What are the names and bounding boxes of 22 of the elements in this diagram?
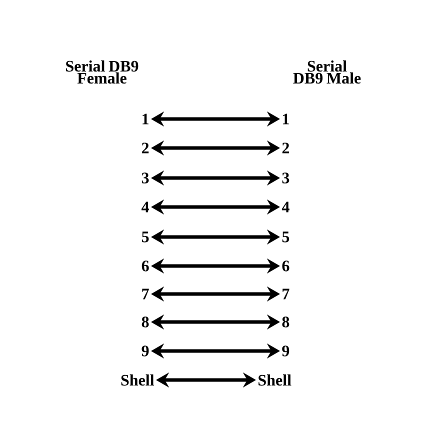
pin-label: 7 [142, 288, 149, 300]
pin-label: 3 [142, 172, 149, 184]
pin-label: 1 [142, 114, 148, 124]
pin-label: 6 [282, 260, 290, 272]
pin-label: 2 [142, 142, 149, 154]
pin-label: 1 [283, 114, 289, 124]
pin-label: 9 [282, 346, 290, 356]
heading: Serial DB9 Female [66, 60, 138, 84]
heading: Serial DB9 Male [293, 60, 361, 84]
pin-label: 4 [142, 202, 149, 212]
pin-label: 8 [142, 316, 149, 328]
pin-label: 7 [282, 288, 290, 300]
pin-label: 4 [282, 202, 290, 212]
pin-label: Shell [258, 374, 292, 386]
pin-label: 5 [282, 232, 290, 242]
pin-label: Shell [121, 374, 154, 386]
pin-label: 2 [282, 142, 290, 154]
pin-label: 3 [282, 172, 290, 184]
pin-label: 6 [142, 260, 149, 272]
pin-label: 5 [142, 232, 149, 242]
pin-label: 9 [142, 346, 149, 356]
pin-label: 8 [282, 316, 290, 328]
